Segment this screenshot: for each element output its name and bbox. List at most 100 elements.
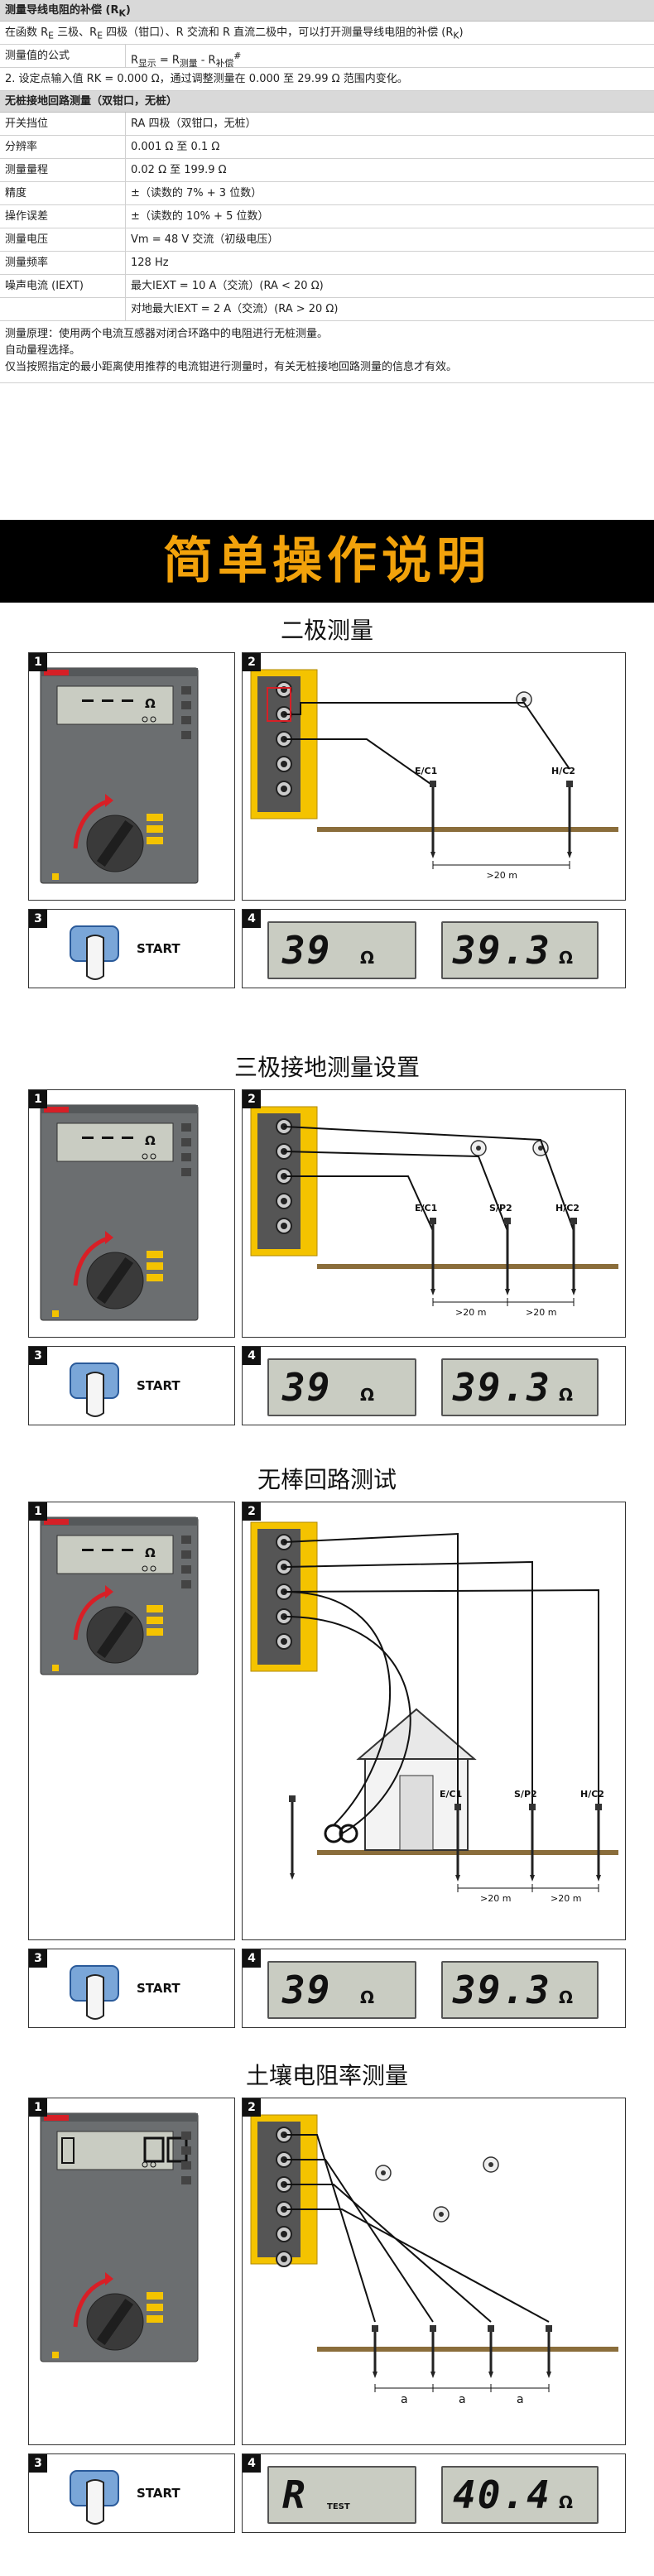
meter-header-bar — [41, 2113, 198, 2122]
switch-position-label — [147, 1628, 163, 1636]
stake-label: S/P2 — [514, 1789, 537, 1800]
meter-header-bar — [41, 668, 198, 676]
stake-tip — [488, 2372, 493, 2378]
spec-row-formula: 测量值的公式 R显示 = R测量 - R补偿# — [0, 45, 654, 68]
cable — [284, 2159, 434, 2323]
lcd-dash — [122, 1137, 133, 1139]
stake-clip — [454, 1804, 461, 1810]
spec-note: 测量原理：使用两个电流互感器对闭合环路中的电阻进行无桩测量。 — [5, 328, 329, 340]
spacing-label: a — [517, 2393, 524, 2406]
stake-label: E/C1 — [415, 766, 438, 776]
lcd-reading: 39 — [282, 1365, 332, 1410]
terminal-pin — [281, 1223, 287, 1229]
lcd-dash — [82, 699, 94, 702]
wiring-diagram — [250, 669, 618, 869]
step-number: 4 — [243, 910, 261, 928]
lcd-icon — [142, 716, 148, 723]
spec-row: 操作误差±（读数的 10% + 5 位数） — [0, 205, 654, 228]
lcd-reading: R — [282, 2473, 307, 2517]
cable — [284, 2134, 376, 2323]
house-door — [399, 1775, 434, 1851]
terminal-pin — [281, 1638, 287, 1645]
cable — [283, 1588, 599, 1833]
stake-label: E/C1 — [415, 1203, 438, 1214]
meter-illustration — [40, 2112, 199, 2362]
switch-position-label — [147, 825, 163, 833]
lcd-icon — [150, 716, 156, 723]
spec-key — [0, 298, 126, 320]
step-number: 1 — [29, 653, 47, 671]
stake-tip — [430, 852, 435, 858]
terminal-pin — [281, 761, 287, 767]
spec-key: 测量量程 — [0, 159, 126, 181]
red-arrow — [73, 798, 111, 849]
spec-value: ±（读数的 7% + 3 位数） — [131, 187, 262, 199]
ground-line — [317, 827, 618, 832]
spec-value: R显示 = R测量 - R补偿# — [131, 50, 242, 67]
switch-position-label — [147, 1251, 163, 1258]
lcd-ohm: Ω — [145, 696, 156, 711]
red-arrowhead — [105, 1231, 113, 1244]
spec-key: 操作误差 — [0, 205, 126, 228]
lcd-unit: Ω — [360, 1987, 375, 2007]
lcd-unit: Ω — [559, 2492, 574, 2512]
stake-clip — [372, 2325, 378, 2332]
stake-label: E/C1 — [440, 1789, 463, 1800]
banner-title: 简单操作说明 — [163, 532, 491, 590]
lcd-ohm: Ω — [145, 1133, 156, 1148]
stake-tip — [505, 1289, 510, 1295]
lcd-reading: 39.3 — [453, 1968, 551, 2012]
cable — [283, 1532, 459, 1833]
reel-hub — [381, 2170, 386, 2175]
red-arrowhead — [105, 794, 113, 807]
section-title: 无棒回路测试 — [257, 1466, 397, 1493]
warning-icon — [52, 2352, 59, 2358]
stake-tip — [571, 1289, 576, 1295]
distance-label: >20 m — [526, 1307, 557, 1318]
fluke-logo — [44, 2115, 69, 2121]
step-number: 2 — [243, 1502, 261, 1521]
finger-icon — [86, 1372, 104, 1417]
stake-clip — [488, 2325, 494, 2332]
terminal-pin — [281, 2231, 287, 2237]
meter-side-button — [181, 2161, 191, 2170]
spec-note: 仅当按照指定的最小距离使用推荐的电流钳进行测量时，有关无桩接地回路测量的信息才有… — [5, 361, 458, 373]
start-label: START — [137, 941, 180, 956]
reel-hub — [538, 1146, 543, 1151]
meter-side-button — [181, 716, 191, 724]
meter-side-button — [181, 701, 191, 709]
step-number: 4 — [243, 1347, 261, 1365]
red-arrow — [73, 2276, 111, 2328]
cable — [283, 1560, 533, 1833]
stake-clip — [529, 1804, 536, 1810]
meter-illustration: Ω — [40, 667, 199, 884]
lcd-dash — [102, 1137, 113, 1139]
lcd-digit — [61, 2137, 75, 2164]
meter-side-button — [181, 2146, 191, 2155]
meter-side-button — [181, 2131, 191, 2140]
reel-hub — [488, 2162, 493, 2167]
step-number: 1 — [29, 1090, 47, 1108]
step-number: 4 — [243, 2454, 261, 2473]
dial-knob — [96, 1257, 134, 1305]
section-title: 土壤电阻率测量 — [245, 2062, 408, 2089]
wiring-diagram — [250, 1521, 618, 1892]
meter-group: Ω — [40, 1516, 199, 1675]
fluke-logo — [44, 670, 69, 675]
